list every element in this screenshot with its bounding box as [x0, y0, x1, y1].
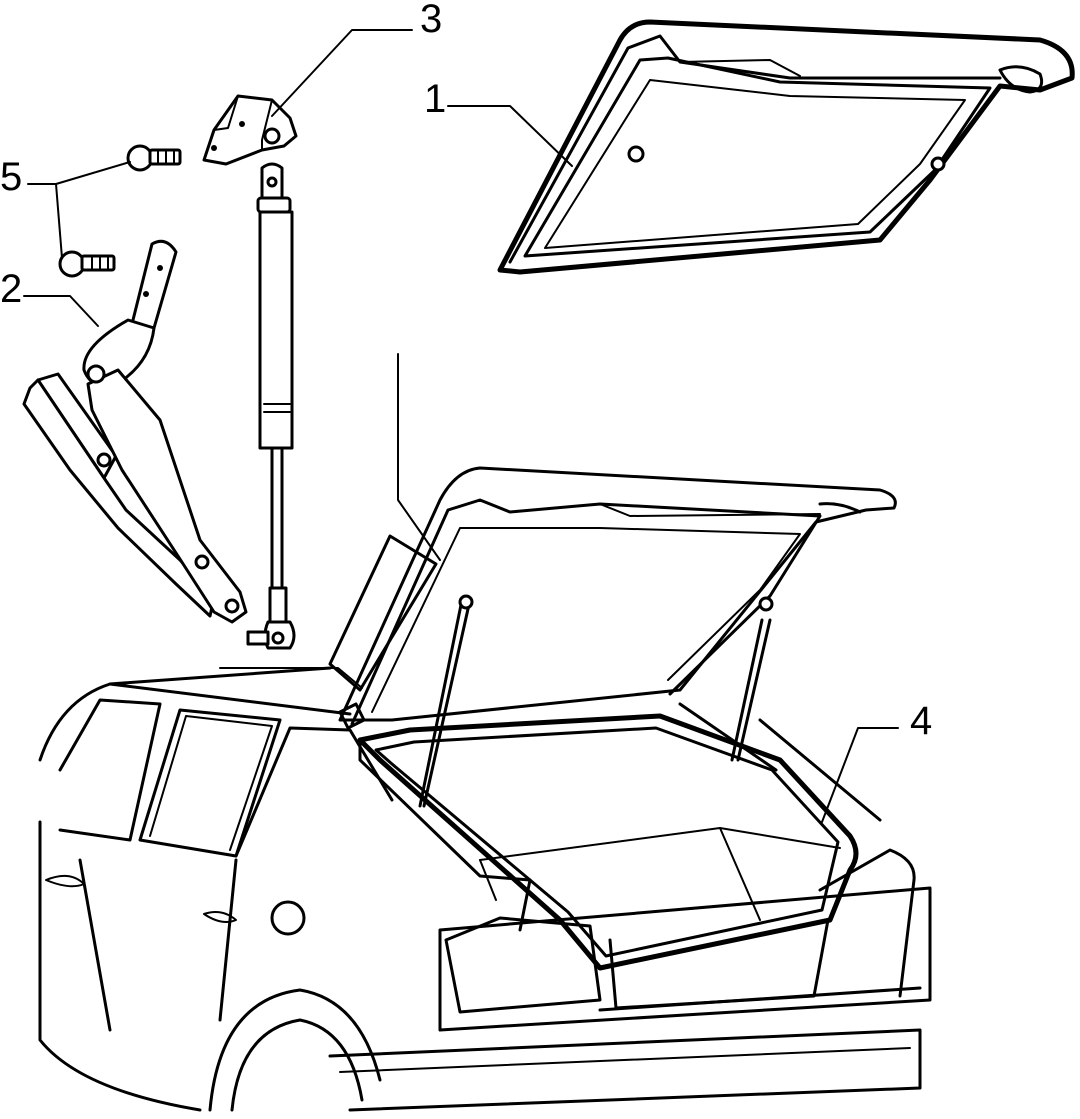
callout-4: 4 [910, 699, 932, 743]
car-body [38, 666, 932, 1112]
leader-lines [23, 29, 899, 823]
trunk-seal [357, 713, 859, 971]
open-tailgate [328, 466, 897, 932]
callout-3: 3 [420, 0, 442, 41]
bolt-part-upper [126, 144, 182, 172]
callout-2: 2 [0, 267, 22, 311]
hinge-bracket-part [202, 94, 298, 166]
bolt-part-lower [58, 250, 116, 278]
hinge-arm-part [22, 239, 248, 624]
gas-strut-part [246, 162, 296, 650]
tailgate-part [497, 19, 1075, 275]
callout-1: 1 [424, 77, 446, 121]
callout-5: 5 [0, 155, 22, 199]
